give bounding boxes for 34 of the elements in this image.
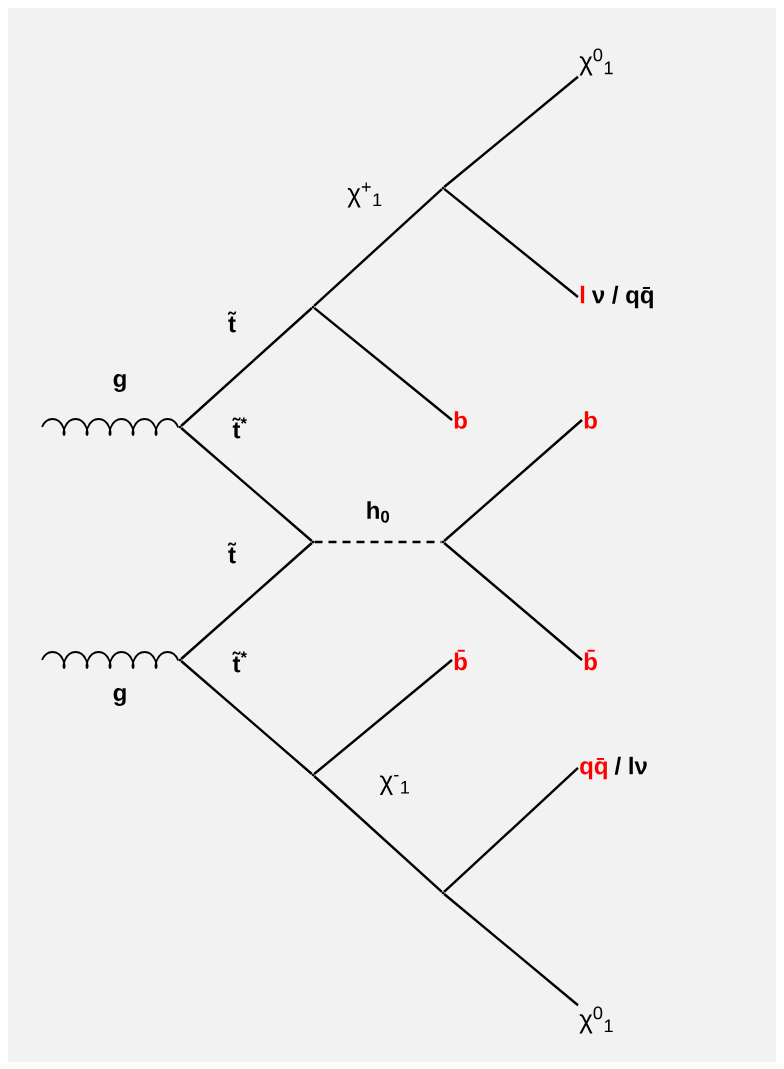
particle-label: b̄: [454, 649, 467, 671]
particle-line: [313, 659, 453, 775]
edge-label: t̃$^{*}$: [232, 651, 247, 673]
particle-line: [180, 427, 313, 542]
dashed-line: [314, 540, 442, 544]
particle-label: qq̄ / lν: [580, 756, 647, 780]
gluon-line: [41, 651, 180, 669]
particle-line: [443, 188, 579, 298]
particle-line: [180, 307, 313, 427]
particle-line: [443, 893, 579, 1007]
particle-line: [313, 775, 443, 893]
particle-label: b: [454, 411, 467, 429]
gluon-line: [41, 418, 180, 436]
edge-label: g: [113, 688, 126, 706]
particle-line: [443, 419, 583, 542]
particle-line: [443, 767, 579, 893]
particle-label: l ν / qq̄: [580, 285, 653, 309]
edge-label: t̃: [227, 311, 237, 333]
particle-line: [313, 188, 443, 307]
particle-line: [443, 75, 579, 188]
particle-line: [180, 542, 313, 660]
particle-label: χ$^{0}$1: [579, 1006, 613, 1034]
particle-line: [313, 307, 453, 421]
edge-label: h$_{0}$: [367, 501, 390, 523]
edge-label: g: [113, 374, 126, 392]
edge-label: t̃: [227, 542, 237, 564]
edge-label: t̃$^{*}$: [232, 417, 247, 439]
particle-line: [443, 542, 583, 661]
edge-label: χ$^{+}$1: [347, 182, 382, 208]
particle-label: b: [584, 411, 597, 429]
particle-line: [180, 660, 313, 775]
particle-label: χ$^{0}$1: [579, 48, 613, 76]
particle-label: b̄: [584, 649, 597, 671]
edge-label: χ$^{-}$1: [379, 775, 409, 795]
